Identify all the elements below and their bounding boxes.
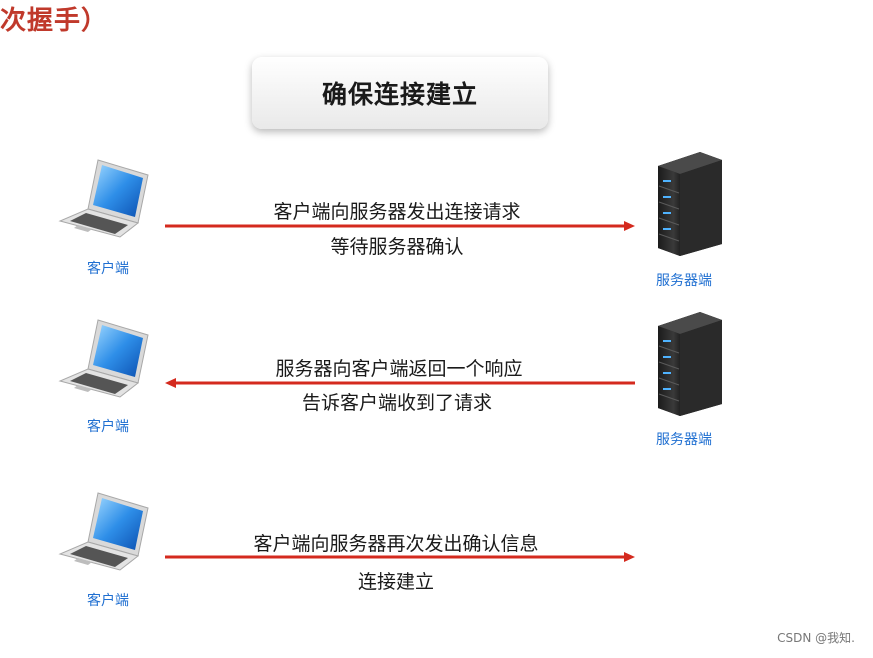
step3-note: 连接建立: [357, 571, 435, 593]
server-icon: [650, 312, 724, 416]
title-box: 确保连接建立: [252, 57, 548, 129]
server-label: 服务器端: [656, 273, 712, 289]
step3-message: 客户端向服务器再次发出确认信息: [253, 533, 539, 555]
arrow-left: [165, 378, 635, 388]
step2-message: 服务器向客户端返回一个响应: [275, 358, 523, 380]
client-label: 客户端: [87, 261, 129, 277]
arrow-right: [165, 552, 635, 562]
server-label: 服务器端: [656, 432, 712, 448]
step1-note: 等待服务器确认: [330, 236, 464, 258]
server-icon: [650, 152, 724, 256]
arrow-right: [165, 221, 635, 231]
step2-note: 告诉客户端收到了请求: [301, 392, 493, 414]
laptop-icon: [58, 157, 154, 239]
watermark: CSDN @我知.: [777, 631, 855, 645]
laptop-icon: [58, 490, 154, 572]
client-label: 客户端: [87, 593, 129, 609]
step1-message: 客户端向服务器发出连接请求: [273, 201, 521, 223]
client-label: 客户端: [87, 419, 129, 435]
laptop-icon: [58, 317, 154, 399]
section-heading: 次握手）: [0, 6, 109, 36]
diagram-title: 确保连接建立: [321, 80, 478, 109]
